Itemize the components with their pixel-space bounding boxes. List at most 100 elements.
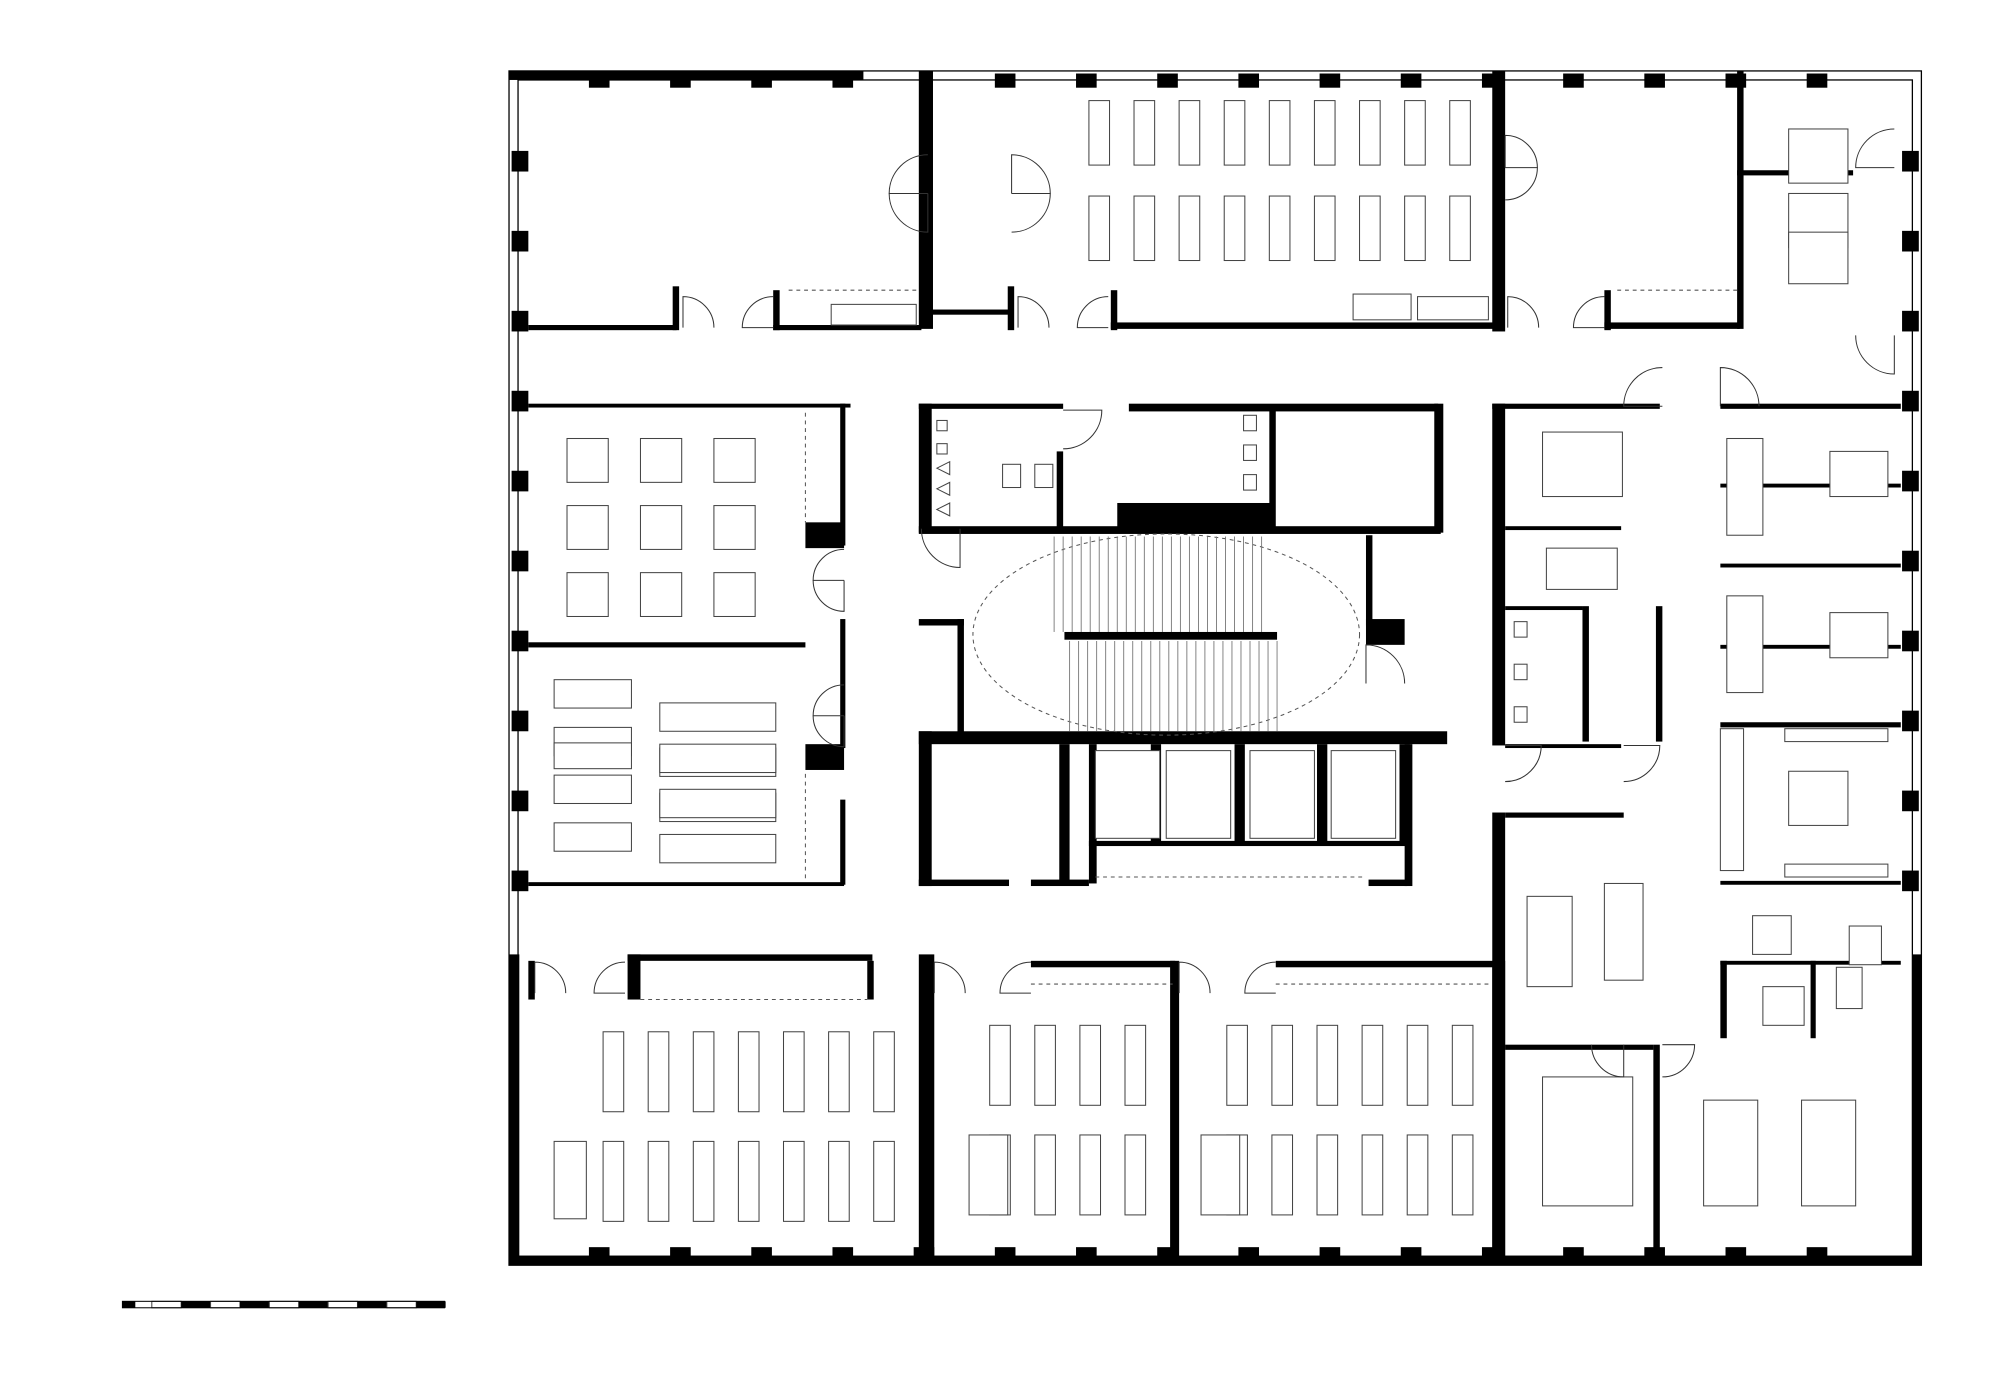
- desk: [639, 437, 683, 483]
- door-swing: [1719, 367, 1760, 407]
- desk: [692, 1031, 715, 1113]
- desk: [602, 1031, 625, 1113]
- column: [1319, 1247, 1341, 1262]
- meeting-table: [1542, 1076, 1634, 1207]
- column: [511, 710, 529, 732]
- column: [588, 1247, 610, 1262]
- wall: [1810, 960, 1816, 1039]
- wall: [1365, 619, 1405, 645]
- desk-cluster: [1703, 1099, 1759, 1207]
- stair-wall: [1064, 631, 1278, 640]
- wall: [1117, 502, 1272, 529]
- desk: [692, 1140, 715, 1222]
- door-swing: [1855, 128, 1895, 169]
- desk: [639, 572, 683, 618]
- wall: [1056, 451, 1064, 532]
- column: [1902, 310, 1919, 332]
- column: [1319, 73, 1341, 88]
- desk: [1223, 100, 1246, 166]
- desk: [1313, 195, 1336, 262]
- desk: [1034, 1024, 1056, 1106]
- desk: [602, 1140, 625, 1222]
- column: [751, 1247, 772, 1262]
- desk: [1752, 915, 1792, 955]
- desk: [659, 788, 777, 819]
- desk: [647, 1140, 670, 1222]
- wall: [1434, 403, 1444, 533]
- desk: [1133, 195, 1156, 262]
- desk: [1313, 100, 1336, 166]
- wall: [1505, 744, 1622, 749]
- door-swing: [1244, 961, 1276, 994]
- wall: [1110, 322, 1498, 329]
- wall: [1404, 744, 1413, 887]
- door-swing: [1662, 1044, 1696, 1078]
- wall: [1007, 286, 1015, 331]
- desk: [828, 1031, 850, 1113]
- door-swing: [812, 715, 845, 748]
- column: [670, 1247, 691, 1262]
- wall: [840, 619, 846, 749]
- wall: [930, 309, 1011, 315]
- door-swing: [1590, 1044, 1625, 1078]
- desk: [1088, 195, 1111, 262]
- column: [994, 1247, 1016, 1262]
- toilet: [1243, 474, 1257, 491]
- wall: [918, 403, 1064, 409]
- door-swing: [888, 154, 928, 194]
- door-swing: [1505, 744, 1542, 783]
- urinal: [935, 460, 951, 476]
- wall: [627, 954, 873, 961]
- wall: [918, 619, 964, 626]
- desk: [553, 822, 632, 852]
- door-swing: [1063, 409, 1103, 450]
- column: [832, 73, 854, 88]
- desk: [1079, 1134, 1102, 1216]
- wall: [1720, 722, 1901, 728]
- door-swing: [593, 961, 626, 994]
- wall: [918, 70, 933, 329]
- stair-void-outline: [972, 533, 1361, 736]
- column: [1806, 1247, 1828, 1262]
- wall: [1030, 960, 1176, 968]
- column: [511, 470, 529, 492]
- column: [1902, 630, 1919, 652]
- column: [1400, 1247, 1422, 1262]
- wall: [1317, 744, 1328, 845]
- door-swings: [534, 128, 1895, 1078]
- elevator-car: [1094, 750, 1161, 839]
- wall: [918, 403, 932, 533]
- column: [1902, 390, 1919, 412]
- toilet: [1513, 706, 1528, 723]
- desk: [713, 572, 756, 618]
- wall: [1505, 1044, 1654, 1050]
- desk: [1404, 100, 1426, 166]
- desk: [1762, 986, 1805, 1026]
- desk: [1361, 1024, 1384, 1106]
- desk: [1835, 966, 1863, 1010]
- desk: [989, 1024, 1011, 1106]
- column: [1725, 1247, 1747, 1262]
- cabinet: [1352, 293, 1412, 321]
- desk: [1178, 195, 1201, 262]
- desk: [1088, 100, 1111, 166]
- cabinet: [1603, 882, 1644, 981]
- wall: [627, 954, 641, 1000]
- desk: [873, 1140, 895, 1222]
- desk: [1178, 100, 1201, 166]
- desk: [659, 743, 777, 774]
- column: [832, 1247, 854, 1262]
- desk: [1788, 128, 1849, 184]
- wall: [1368, 879, 1408, 887]
- cabinet: [1719, 728, 1745, 872]
- desk: [782, 1031, 805, 1113]
- column: [1902, 550, 1919, 572]
- wall: [918, 879, 1010, 887]
- wall: [1604, 322, 1740, 329]
- desk: [1271, 1024, 1294, 1106]
- wall: [1128, 403, 1439, 412]
- column: [511, 870, 529, 892]
- scale-segment: [416, 1301, 446, 1308]
- desk: [713, 505, 756, 550]
- desk: [639, 505, 683, 550]
